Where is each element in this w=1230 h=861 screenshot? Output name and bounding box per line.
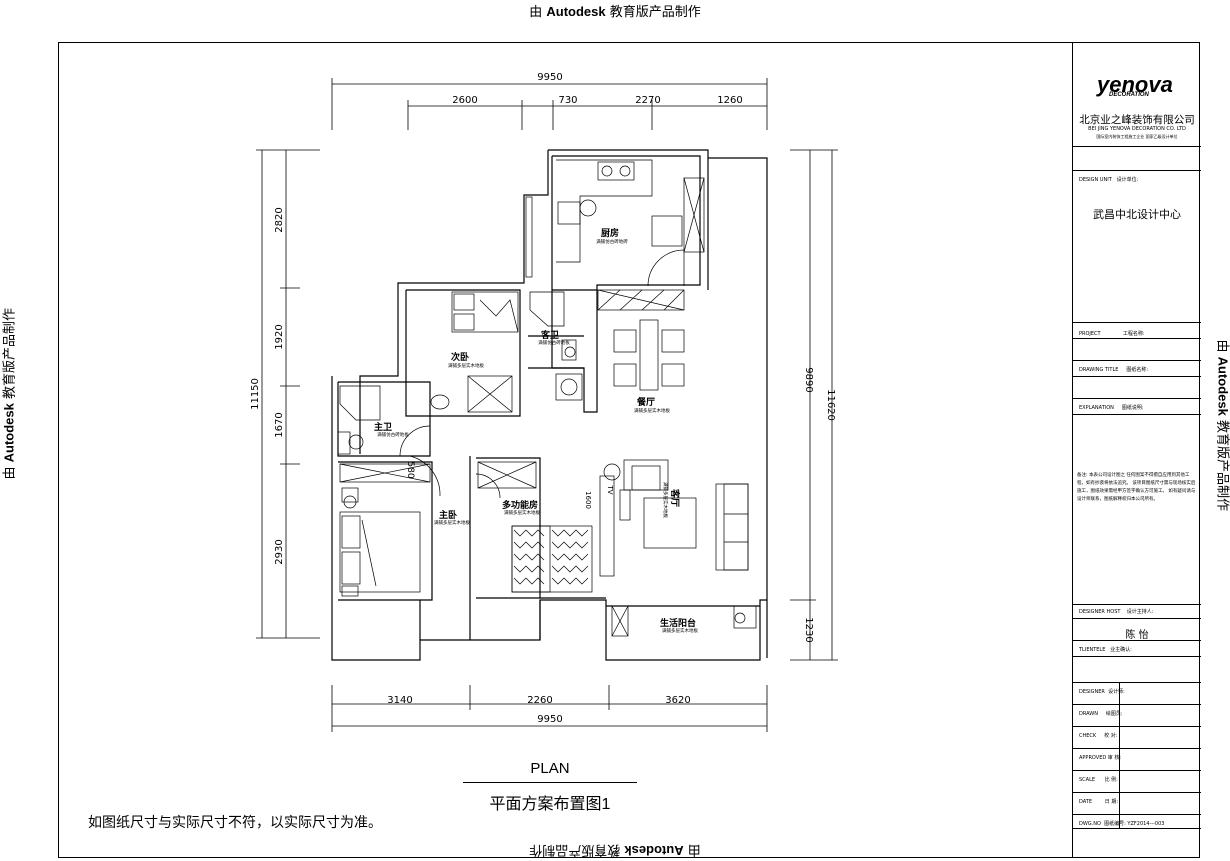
check-label: CHECK 校 对: xyxy=(1079,733,1118,739)
furniture xyxy=(337,159,757,637)
dim-left-1: 2820 xyxy=(274,207,285,232)
drawing-frame xyxy=(58,42,1200,858)
designer-label: DESIGNER 设计师: xyxy=(1079,689,1125,695)
dim-580: 580 xyxy=(405,461,415,478)
room-floor-kitchen: 满铺仿古砖地砖 xyxy=(596,238,628,245)
dim-right-total: 11620 xyxy=(825,389,836,421)
watermark-right: 由 Autodesk 教育版产品制作 xyxy=(1214,339,1230,512)
dim-bottom-1: 3140 xyxy=(387,695,412,706)
dim-top-4: 1260 xyxy=(717,95,742,106)
company-logo-sub: DECORATION xyxy=(1109,92,1149,98)
designer-host-value: 陈 怡 xyxy=(1125,630,1149,641)
remark-text: 备注: 本表公司设计图之 任何图案不得擅自应用到其他工程，如有抄袭将依法追究。 … xyxy=(1077,473,1196,502)
dim-right-lower: 1230 xyxy=(803,617,814,642)
room-name-second-bedroom: 次卧 xyxy=(451,351,469,363)
room-floor-living: 满铺多层实木地板 xyxy=(662,482,669,518)
tv-label: TV xyxy=(606,484,614,494)
drawn-label: DRAWN 绘图员: xyxy=(1079,711,1123,717)
room-floor-guest-bath: 满铺仿古砖地板 xyxy=(538,339,570,346)
date-label: DATE 日 期: xyxy=(1079,799,1119,805)
room-name-guest-bath: 客卫 xyxy=(540,329,559,341)
design-unit-value: 武昌中北设计中心 xyxy=(1093,208,1181,221)
room-name-multi-room: 多功能房 xyxy=(502,499,538,511)
watermark-top: 由 Autodesk 教育版产品制作 xyxy=(529,4,701,20)
dim-right-middle: 9890 xyxy=(803,367,814,392)
dim-top-total: 9950 xyxy=(537,72,562,83)
dim-top-3: 2270 xyxy=(635,95,660,106)
dim-1600: 1600 xyxy=(584,491,592,509)
dim-bottom-2: 2260 xyxy=(527,695,552,706)
dim-bottom-total: 9950 xyxy=(537,714,562,725)
title-block: yenova DECORATION 北京业之峰装饰有限公司 BEI JING Y… xyxy=(1072,42,1201,858)
room-floor-dining: 满铺多层实木地板 xyxy=(634,407,670,414)
dim-top-1: 2600 xyxy=(452,95,477,106)
room-name-balcony: 生活阳台 xyxy=(660,617,696,629)
room-floor-multi-room: 满铺多层实木地板 xyxy=(504,509,540,516)
dim-left-2: 1920 xyxy=(274,324,285,349)
room-name-master-bedroom: 主卧 xyxy=(439,509,457,521)
project-label: PROJECT 工程名称: xyxy=(1079,331,1145,337)
scale-label: SCALE 比 例: xyxy=(1079,777,1118,783)
floor-plan: 9950 2600 730 2270 1260 3140 2260 3620 9… xyxy=(250,72,838,732)
drawing-title-label: DRAWING TITLE 图纸名称: xyxy=(1079,367,1149,373)
dwg-label: DWG.NO 图纸编号: YZF2014---003 xyxy=(1079,821,1165,827)
room-floor-balcony: 满铺多层实木地板 xyxy=(662,627,698,634)
plan-title-en: PLAN xyxy=(530,760,570,777)
dimension-note: 如图纸尺寸与实际尺寸不符，以实际尺寸为准。 xyxy=(88,815,382,831)
design-unit-label: DESIGN UNIT 设计单位: xyxy=(1079,177,1139,183)
company-logo: yenova xyxy=(1097,72,1173,97)
room-floor-master-bedroom: 满铺多层实木地板 xyxy=(434,519,470,526)
room-name-kitchen: 厨房 xyxy=(601,227,619,239)
company-name-en: BEI JING YENOVA DECORATION CO. LTD xyxy=(1088,126,1186,132)
walls xyxy=(331,149,768,661)
dim-left-3: 1670 xyxy=(274,412,285,437)
explanation-label: EXPLANATION 图纸说明: xyxy=(1079,405,1144,411)
client-label: TLIENTELE 业主确认: xyxy=(1079,647,1132,653)
room-floor-master-bath: 满铺仿古砖地板 xyxy=(377,431,409,438)
room-name-living: 客厅 xyxy=(669,488,681,507)
dim-bottom-3: 3620 xyxy=(665,695,690,706)
company-name-cn: 北京业之峰装饰有限公司 xyxy=(1079,114,1195,126)
designer-host-label: DESIGNER HOST 设计主持人: xyxy=(1079,609,1154,615)
room-floor-second-bedroom: 满铺多层实木地板 xyxy=(448,362,484,369)
company-line3: 国际室内装饰工程施工企业 国家乙级设计单位 xyxy=(1096,134,1178,139)
title-rule xyxy=(463,782,637,783)
dim-top-2: 730 xyxy=(558,95,577,106)
dim-left-4: 2930 xyxy=(274,539,285,564)
approved-label: APPROVED 审 核: xyxy=(1079,755,1122,761)
room-name-master-bath: 主卫 xyxy=(374,421,392,433)
dim-left-total: 11150 xyxy=(250,378,261,410)
plan-title-cn: 平面方案布置图1 xyxy=(489,796,611,813)
room-name-dining: 餐厅 xyxy=(636,396,655,408)
